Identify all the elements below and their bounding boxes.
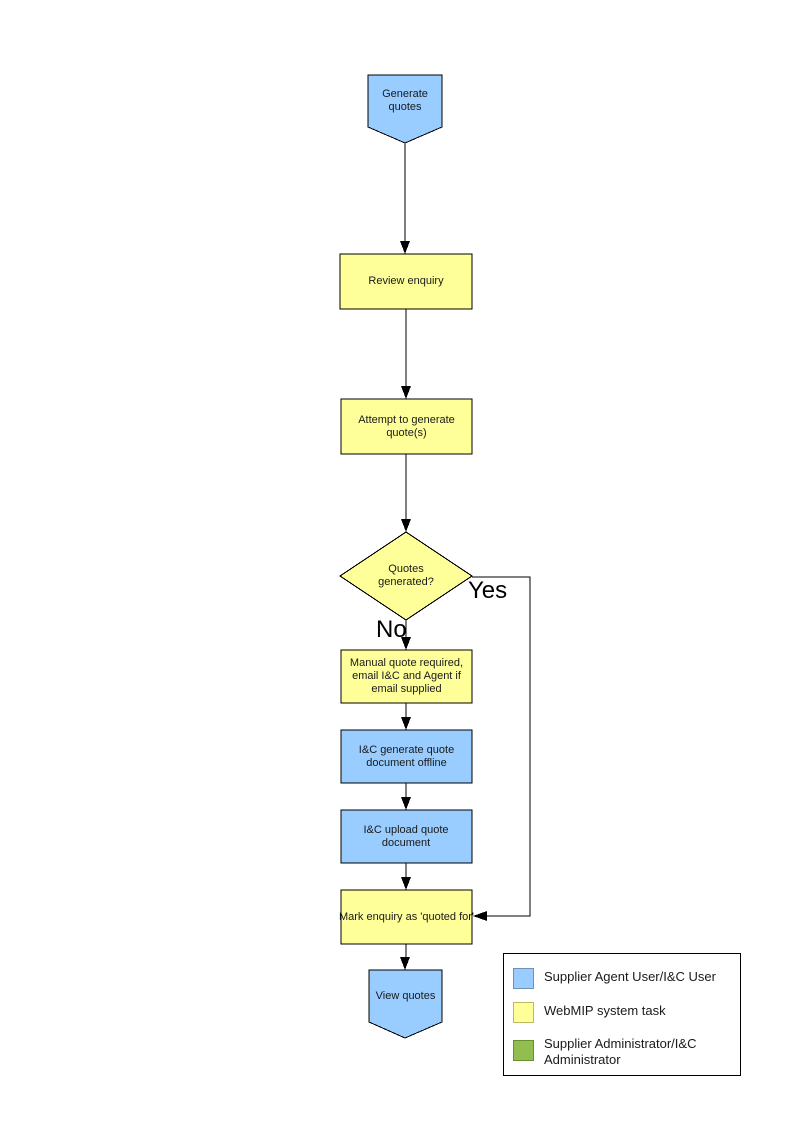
node-manual-quote-required bbox=[340, 649, 473, 704]
arrowheads bbox=[400, 241, 487, 970]
node-ic-upload-document bbox=[340, 809, 473, 864]
legend-label-administrator: Supplier Administrator/I&C Administrator bbox=[544, 1036, 697, 1067]
arrowhead-into-decision bbox=[401, 519, 411, 532]
node-label-ic-generate: I&C generate quote document offline bbox=[358, 743, 455, 769]
node-label-mark-enquiry: Mark enquiry as 'quoted for' bbox=[338, 910, 475, 923]
node-review-enquiry bbox=[339, 253, 473, 310]
legend-box: Supplier Agent User/I&C User WebMIP syst… bbox=[503, 953, 741, 1076]
node-generate-quotes bbox=[367, 74, 443, 144]
legend-swatch-administrator bbox=[513, 1040, 534, 1061]
node-label-manual-quote: Manual quote required, email I&C and Age… bbox=[349, 657, 464, 695]
edge-label-yes: Yes bbox=[468, 577, 508, 604]
arrowhead-into-review bbox=[400, 241, 410, 254]
legend-swatch-system-task bbox=[513, 1002, 534, 1023]
legend-label-system-task: WebMIP system task bbox=[544, 1003, 666, 1018]
node-label-quotes-generated: Quotes generated? bbox=[378, 563, 434, 588]
legend-swatch-supplier-user bbox=[513, 968, 534, 989]
node-ic-generate-offline bbox=[340, 729, 473, 784]
arrowhead-into-manual bbox=[401, 637, 411, 650]
node-label-ic-upload: I&C upload quote document bbox=[363, 823, 449, 849]
arrowhead-into-icupload bbox=[401, 797, 411, 810]
edge-decision-yes-elbow bbox=[472, 576, 531, 917]
node-label-review-enquiry: Review enquiry bbox=[368, 275, 444, 287]
node-attempt-generate bbox=[340, 398, 473, 455]
arrowhead-into-icgenerate bbox=[401, 717, 411, 730]
node-mark-enquiry-quoted bbox=[340, 889, 473, 945]
edge-label-no: No bbox=[376, 616, 407, 643]
arrowhead-into-mark-right bbox=[473, 911, 487, 921]
arrowhead-into-end bbox=[400, 957, 410, 970]
legend-label-supplier-user: Supplier Agent User/I&C User bbox=[544, 969, 716, 984]
node-view-quotes bbox=[368, 969, 443, 1039]
node-label-attempt-generate: Attempt to generate quote(s) bbox=[358, 413, 455, 439]
node-quotes-generated-decision bbox=[339, 531, 473, 621]
node-label-generate-quotes: Generate quotes bbox=[382, 88, 428, 113]
connector-lines bbox=[404, 143, 531, 958]
arrowhead-into-attempt bbox=[401, 386, 411, 399]
node-label-view-quotes: View quotes bbox=[375, 989, 436, 1002]
arrowhead-into-mark-top bbox=[401, 877, 411, 890]
